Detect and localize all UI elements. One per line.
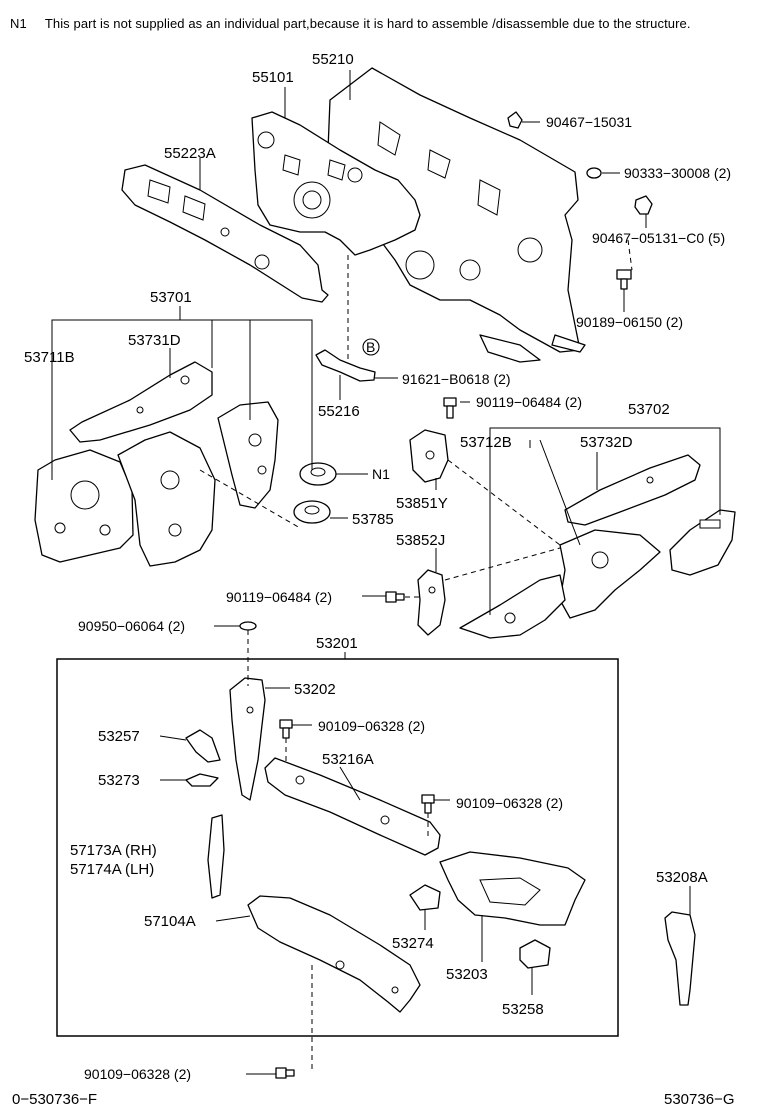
label-53208A: 53208A	[656, 869, 708, 886]
assembly-53201-box	[56, 658, 619, 1037]
footer-right-code: 530736−G	[664, 1091, 734, 1108]
label-53711B: 53711B	[24, 349, 75, 366]
assembly-lines	[199, 239, 633, 1070]
label-53258: 53258	[502, 1001, 544, 1018]
label-53731D: 53731D	[128, 332, 181, 349]
label-90467-15031: 90467−15031	[546, 114, 632, 130]
label-90109-06328-a: 90109−06328 (2)	[318, 718, 425, 734]
label-91621-B0618: 91621−B0618 (2)	[402, 371, 511, 387]
bolt-90109-06328-c-icon	[275, 1067, 295, 1079]
cowl-side-panel-55223A	[121, 164, 329, 303]
label-53852J: 53852J	[396, 532, 445, 549]
label-90109-06328-b: 90109−06328 (2)	[456, 795, 563, 811]
dash-panel-55101	[251, 111, 421, 256]
radiator-support-lower-57104A	[247, 895, 421, 1013]
label-53203: 53203	[446, 966, 488, 983]
circle-B-marker: B	[362, 338, 380, 356]
label-57174A: 57174A (LH)	[70, 861, 154, 878]
label-53712B: 53712B	[460, 434, 512, 451]
label-90189-06150: 90189−06150 (2)	[576, 314, 683, 330]
label-57173A: 57173A (RH)	[70, 842, 157, 859]
apron-upper-reinforcement	[217, 401, 279, 509]
seat-53785	[293, 500, 331, 524]
radiator-support-side-53203	[439, 851, 586, 926]
leader-lines	[51, 70, 721, 1075]
bolt-90119-06484-mid-icon	[385, 591, 405, 603]
label-90467-05131: 90467−05131−C0 (5)	[592, 230, 725, 246]
radiator-support-upper-53216A	[264, 757, 441, 856]
clip-90467-05131-icon	[634, 195, 653, 215]
label-90333-30008: 90333−30008 (2)	[624, 165, 731, 181]
bracket-53852J	[417, 569, 446, 636]
apron-53711B	[34, 449, 134, 563]
bolt-90109-06328-b-icon	[421, 794, 435, 814]
bolt-90109-06328-a-icon	[279, 719, 293, 739]
label-N1: N1	[372, 466, 390, 482]
label-53201: 53201	[316, 635, 358, 652]
note-code: N1	[10, 16, 27, 31]
apron-lower-right	[459, 574, 566, 639]
circle-B-text: B	[366, 339, 375, 355]
label-55101: 55101	[252, 69, 294, 86]
wheel-house-right	[559, 529, 661, 619]
label-55223A: 55223A	[164, 145, 216, 162]
label-53274: 53274	[392, 935, 434, 952]
bracket-53273	[185, 773, 219, 787]
wheel-house-center-part	[117, 431, 216, 567]
label-90119-06484-mid: 90119−06484 (2)	[226, 589, 332, 605]
bracket-53274	[409, 884, 441, 911]
bracket-53851Y	[409, 429, 449, 483]
label-57104A: 57104A	[144, 913, 196, 930]
seat-N1	[299, 462, 337, 486]
bolt-90119-06484-top-icon	[443, 397, 457, 419]
brace-57173A-57174A	[207, 814, 225, 899]
clip-90467-15031-icon	[507, 111, 523, 129]
radiator-support-side-53202	[229, 677, 266, 801]
apron-bracket-53732D	[564, 454, 701, 526]
dash-panel-insulator-55210	[327, 67, 586, 363]
bolt-90189-06150-icon	[616, 269, 632, 290]
apron-bracket-53731D	[69, 361, 213, 443]
plug-90950-06064-icon	[239, 621, 257, 631]
label-55216: 55216	[318, 403, 360, 420]
label-53701: 53701	[150, 289, 192, 306]
label-90950-06064: 90950−06064 (2)	[78, 618, 185, 634]
label-53202: 53202	[294, 681, 336, 698]
label-53257: 53257	[98, 728, 140, 745]
note-line: N1 This part is not supplied as an indivi…	[10, 16, 691, 31]
label-53702: 53702	[628, 401, 670, 418]
bracket-53258	[519, 939, 551, 969]
label-90119-06484-top: 90119−06484 (2)	[476, 394, 582, 410]
label-55210: 55210	[312, 51, 354, 68]
apron-53712B	[669, 509, 736, 576]
plug-90333-30008-icon	[586, 167, 602, 179]
footer-left-code: 0−530736−F	[12, 1091, 97, 1108]
label-53785: 53785	[352, 511, 394, 528]
bracket-53257	[185, 729, 221, 763]
note-text: This part is not supplied as an individu…	[44, 16, 691, 31]
label-90109-06328-c: 90109−06328 (2)	[84, 1066, 191, 1082]
label-53216A: 53216A	[322, 751, 374, 768]
brace-53208A	[664, 911, 696, 1006]
brace-55216	[315, 349, 376, 382]
label-53732D: 53732D	[580, 434, 633, 451]
label-53273: 53273	[98, 772, 140, 789]
label-53851Y: 53851Y	[396, 495, 448, 512]
